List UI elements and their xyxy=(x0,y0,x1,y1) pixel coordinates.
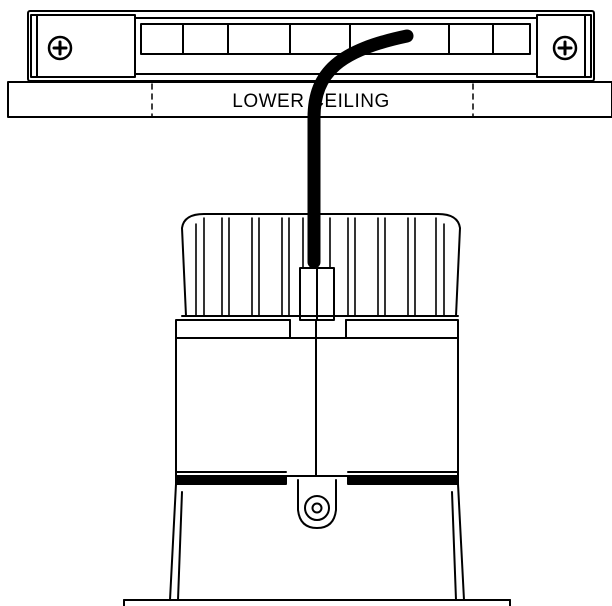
driver-box xyxy=(27,10,595,82)
crosshead-screw-icon xyxy=(552,35,578,61)
terminal-strip xyxy=(140,23,531,55)
left-mounting-tab xyxy=(30,14,136,78)
heat-sink-fins xyxy=(195,217,445,317)
pivot-screw-icon xyxy=(297,479,337,529)
crosshead-screw-icon xyxy=(47,35,73,61)
housing-body xyxy=(175,319,459,477)
power-cable xyxy=(307,29,414,269)
reflector-trim xyxy=(123,483,511,606)
trim-band xyxy=(175,471,459,485)
right-mounting-tab xyxy=(536,14,592,78)
heat-sink xyxy=(181,213,461,321)
